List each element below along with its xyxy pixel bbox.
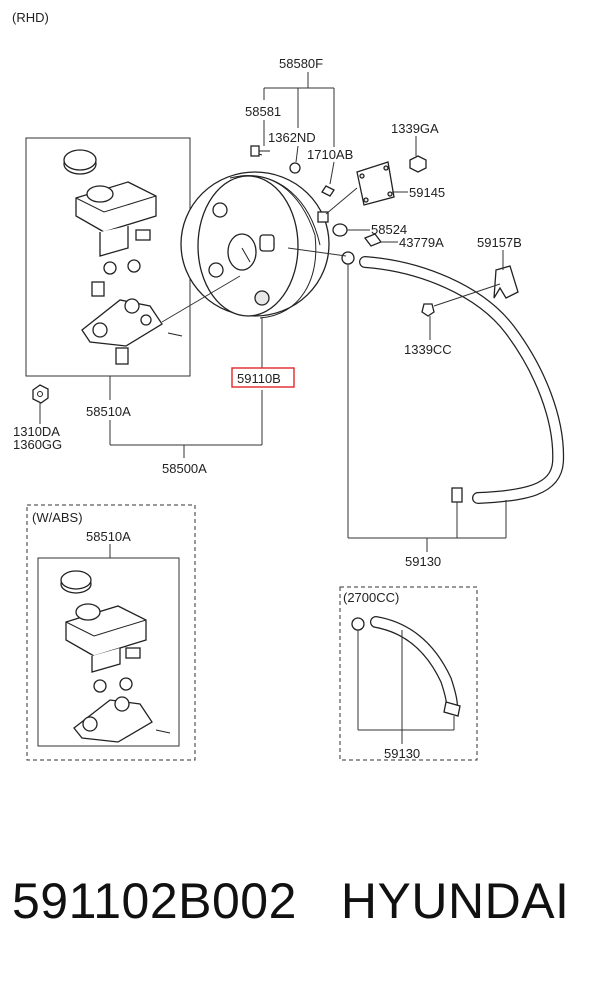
label-58500a: 58500A [162, 461, 207, 476]
label-58510a-wabs: 58510A [86, 529, 131, 544]
label-59130-2700cc: 59130 [384, 746, 420, 761]
label-rhd: (RHD) [12, 10, 49, 25]
label-59157b: 59157B [477, 235, 522, 250]
caption-part-number: 591102B002 [12, 873, 297, 929]
booster-bolt [317, 211, 329, 223]
brake-booster-diagram: (RHD) 58580F 58581 1362ND 1710AB 1339GA … [12, 10, 565, 761]
highlight-box-59110b [231, 367, 295, 388]
label-58581: 58581 [245, 104, 281, 119]
label-1710ab: 1710AB [307, 147, 353, 162]
label-43779a: 43779A [399, 235, 444, 250]
part-caption: 591102B002 HYUNDAI [12, 872, 592, 930]
label-58580f: 58580F [279, 56, 323, 71]
label-58524: 58524 [371, 222, 407, 237]
booster-studs [250, 145, 270, 157]
wabs-dashed-box [26, 504, 196, 761]
check-valve-58524 [332, 223, 383, 247]
label-59145: 59145 [409, 185, 445, 200]
leader-lines [39, 72, 507, 744]
cc2700-dashed-box [339, 586, 478, 761]
label-2700cc: (2700CC) [343, 590, 399, 605]
bolt-1339cc [421, 303, 435, 317]
label-wabs: (W/ABS) [32, 510, 83, 525]
label-1360gg: 1360GG [13, 437, 62, 452]
label-1310da: 1310DA [13, 424, 60, 439]
label-58510a: 58510A [86, 404, 131, 419]
master-cylinder-rhd [63, 149, 183, 365]
vacuum-hose-59130 [341, 251, 565, 504]
label-59130: 59130 [405, 554, 441, 569]
master-cylinder-wabs [60, 570, 171, 743]
washer-1362nd [289, 162, 301, 174]
brake-booster[interactable] [180, 171, 330, 319]
gasket-59145 [356, 161, 395, 206]
label-1339ga: 1339GA [391, 121, 439, 136]
bracket-59157b [493, 265, 519, 299]
clip-1710ab [321, 185, 335, 197]
label-1339cc: 1339CC [404, 342, 452, 357]
label-59110b[interactable]: 59110B [237, 371, 281, 386]
caption-brand: HYUNDAI [340, 873, 570, 929]
vacuum-hose-2700cc [351, 616, 461, 717]
nut-1339ga [409, 155, 427, 173]
label-1362nd: 1362ND [268, 130, 316, 145]
nut-1310da [32, 384, 49, 404]
wabs-master-cylinder-box [37, 557, 180, 747]
